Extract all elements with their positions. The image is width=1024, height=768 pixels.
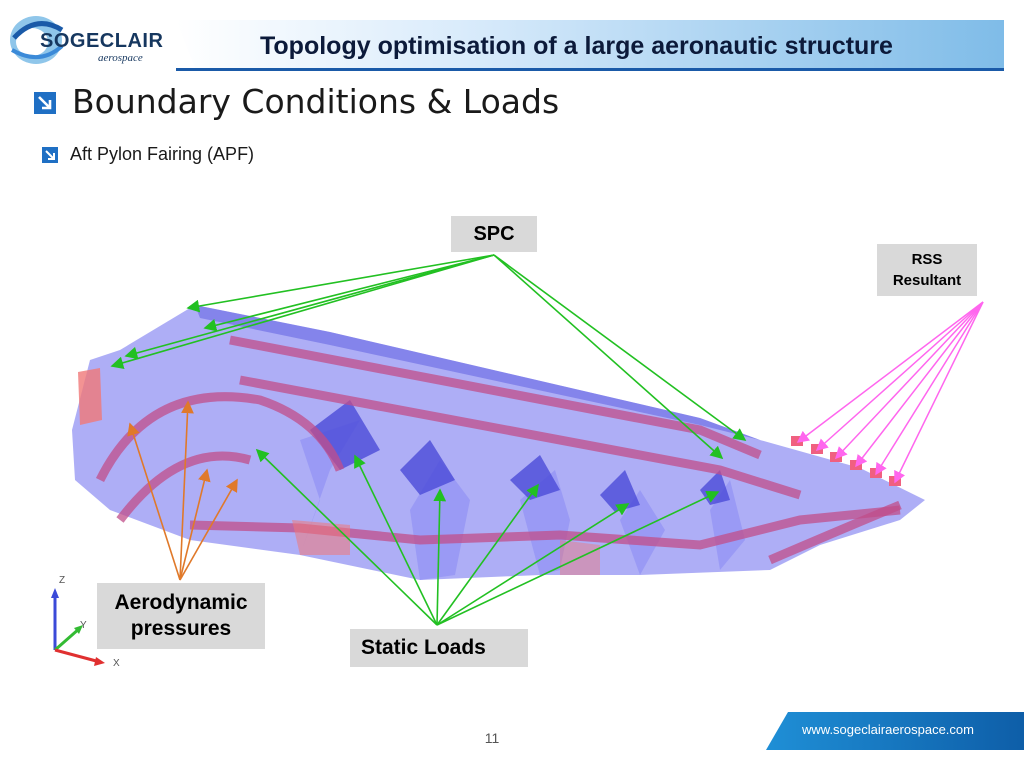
axis-y-label: Y xyxy=(80,620,87,631)
arrow-box-bullet-icon xyxy=(42,147,58,163)
footer-website-link[interactable]: www.sogeclairaerospace.com xyxy=(802,722,974,737)
fairing-structure xyxy=(72,305,925,580)
axis-z-label: Z xyxy=(59,575,66,586)
sub-heading: Aft Pylon Fairing (APF) xyxy=(70,144,255,164)
page-heading: Boundary Conditions & Loads xyxy=(72,82,560,121)
coordinate-triad-icon xyxy=(51,588,105,666)
rss-resultant-label: RSS Resultant xyxy=(877,244,977,296)
page-number: 11 xyxy=(484,730,500,746)
rss-label-line2: Resultant xyxy=(892,272,962,289)
arrow-box-bullet-icon xyxy=(34,92,56,114)
header-bar xyxy=(0,0,1024,74)
aerodynamic-pressures-label: Aerodynamic pressures xyxy=(97,583,265,649)
spc-arrows xyxy=(110,254,747,460)
static-loads-label: Static Loads xyxy=(350,629,528,667)
sogeclair-logo: SOGECLAIR aerospace xyxy=(6,8,176,70)
static-load-arrows xyxy=(255,448,720,626)
red-frame-region xyxy=(292,520,350,555)
footer-url-band xyxy=(766,712,1024,750)
logo-wordmark: SOGECLAIR xyxy=(40,30,164,52)
rss-label-line1: RSS xyxy=(911,251,943,268)
logo-swirl-icon xyxy=(10,16,64,64)
aero-label-line1: Aerodynamic xyxy=(114,591,248,614)
rss-arrows xyxy=(796,301,984,484)
aero-pressure-arrows xyxy=(127,400,238,581)
logo-subtitle: aerospace xyxy=(98,52,143,64)
slide-title: Topology optimisation of a large aeronau… xyxy=(260,32,893,60)
axis-x-label: X xyxy=(113,658,120,669)
spc-label: SPC xyxy=(451,216,537,252)
red-frame-region xyxy=(78,368,102,425)
aero-label-line2: pressures xyxy=(130,617,232,640)
